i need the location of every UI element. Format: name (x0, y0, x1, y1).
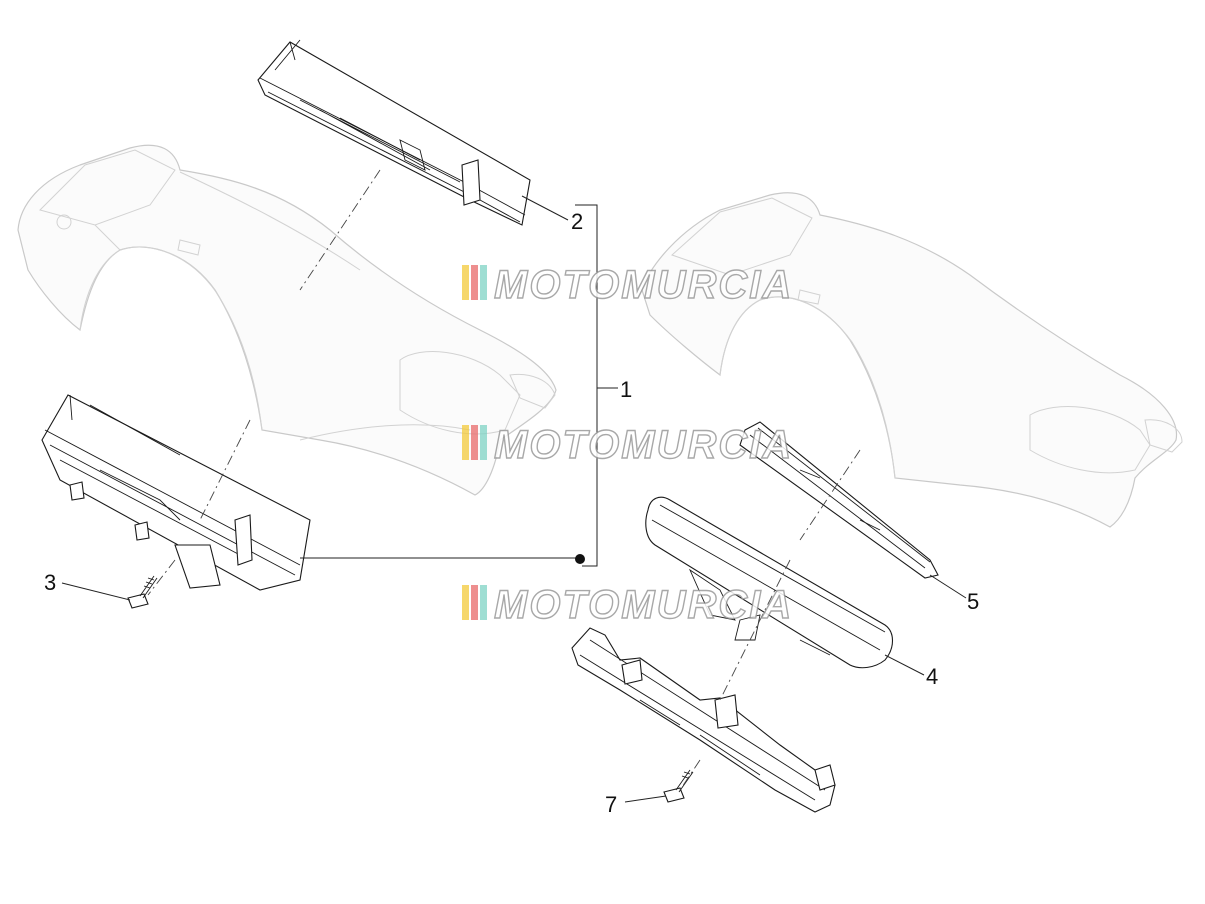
instrument-housing-part-2 (257, 39, 531, 226)
callout-4: 4 (926, 664, 938, 689)
callout-3: 3 (44, 570, 56, 595)
watermark-stripe-red (471, 425, 478, 460)
leader-dot (575, 554, 585, 564)
center-line-left (199, 419, 251, 521)
handlebar-cover-left-ghost (17, 144, 557, 496)
watermark-stripe-red (471, 265, 478, 300)
leader-lines (61, 195, 967, 803)
mounting-bracket-part-6 (571, 627, 836, 813)
watermark-stripe-yellow (462, 585, 469, 620)
leader-3 (61, 582, 131, 601)
watermark-stripe-teal (480, 585, 487, 620)
callout-2: 2 (571, 209, 583, 234)
center-line-screw-3 (147, 559, 176, 596)
callout-5: 5 (967, 589, 979, 614)
watermark-stripe-teal (480, 265, 487, 300)
gasket-part-5 (739, 421, 939, 579)
callout-7: 7 (605, 792, 617, 817)
watermark-stripe-yellow (462, 265, 469, 300)
leader-2 (521, 195, 569, 221)
callout-1: 1 (620, 377, 632, 402)
watermark-stripe-teal (480, 425, 487, 460)
center-lines (147, 169, 861, 791)
watermark-stripe-red (471, 585, 478, 620)
screw-part-3 (127, 575, 158, 609)
instrument-assembly-part-1 (41, 394, 311, 591)
watermark-top: MOTOMURCIA (462, 262, 793, 308)
leader-4 (884, 654, 925, 676)
center-line-screw-7 (679, 759, 701, 791)
watermark-bottom: MOTOMURCIA (462, 582, 793, 628)
bracket-1 (575, 204, 598, 567)
leader-5 (929, 574, 967, 599)
display-unit-part-4 (645, 496, 894, 669)
watermark-middle: MOTOMURCIA (462, 422, 793, 468)
watermark-text: MOTOMURCIA (494, 263, 793, 307)
watermark-text: MOTOMURCIA (494, 423, 793, 467)
watermark-stripe-yellow (462, 425, 469, 460)
watermark-text: MOTOMURCIA (494, 583, 793, 627)
handlebar-cover-right-ghost (641, 192, 1183, 528)
center-line-top (299, 169, 381, 291)
leader-7 (624, 795, 667, 803)
screw-part-7 (663, 769, 694, 803)
center-line-display (719, 559, 791, 701)
center-line-right (799, 449, 861, 541)
